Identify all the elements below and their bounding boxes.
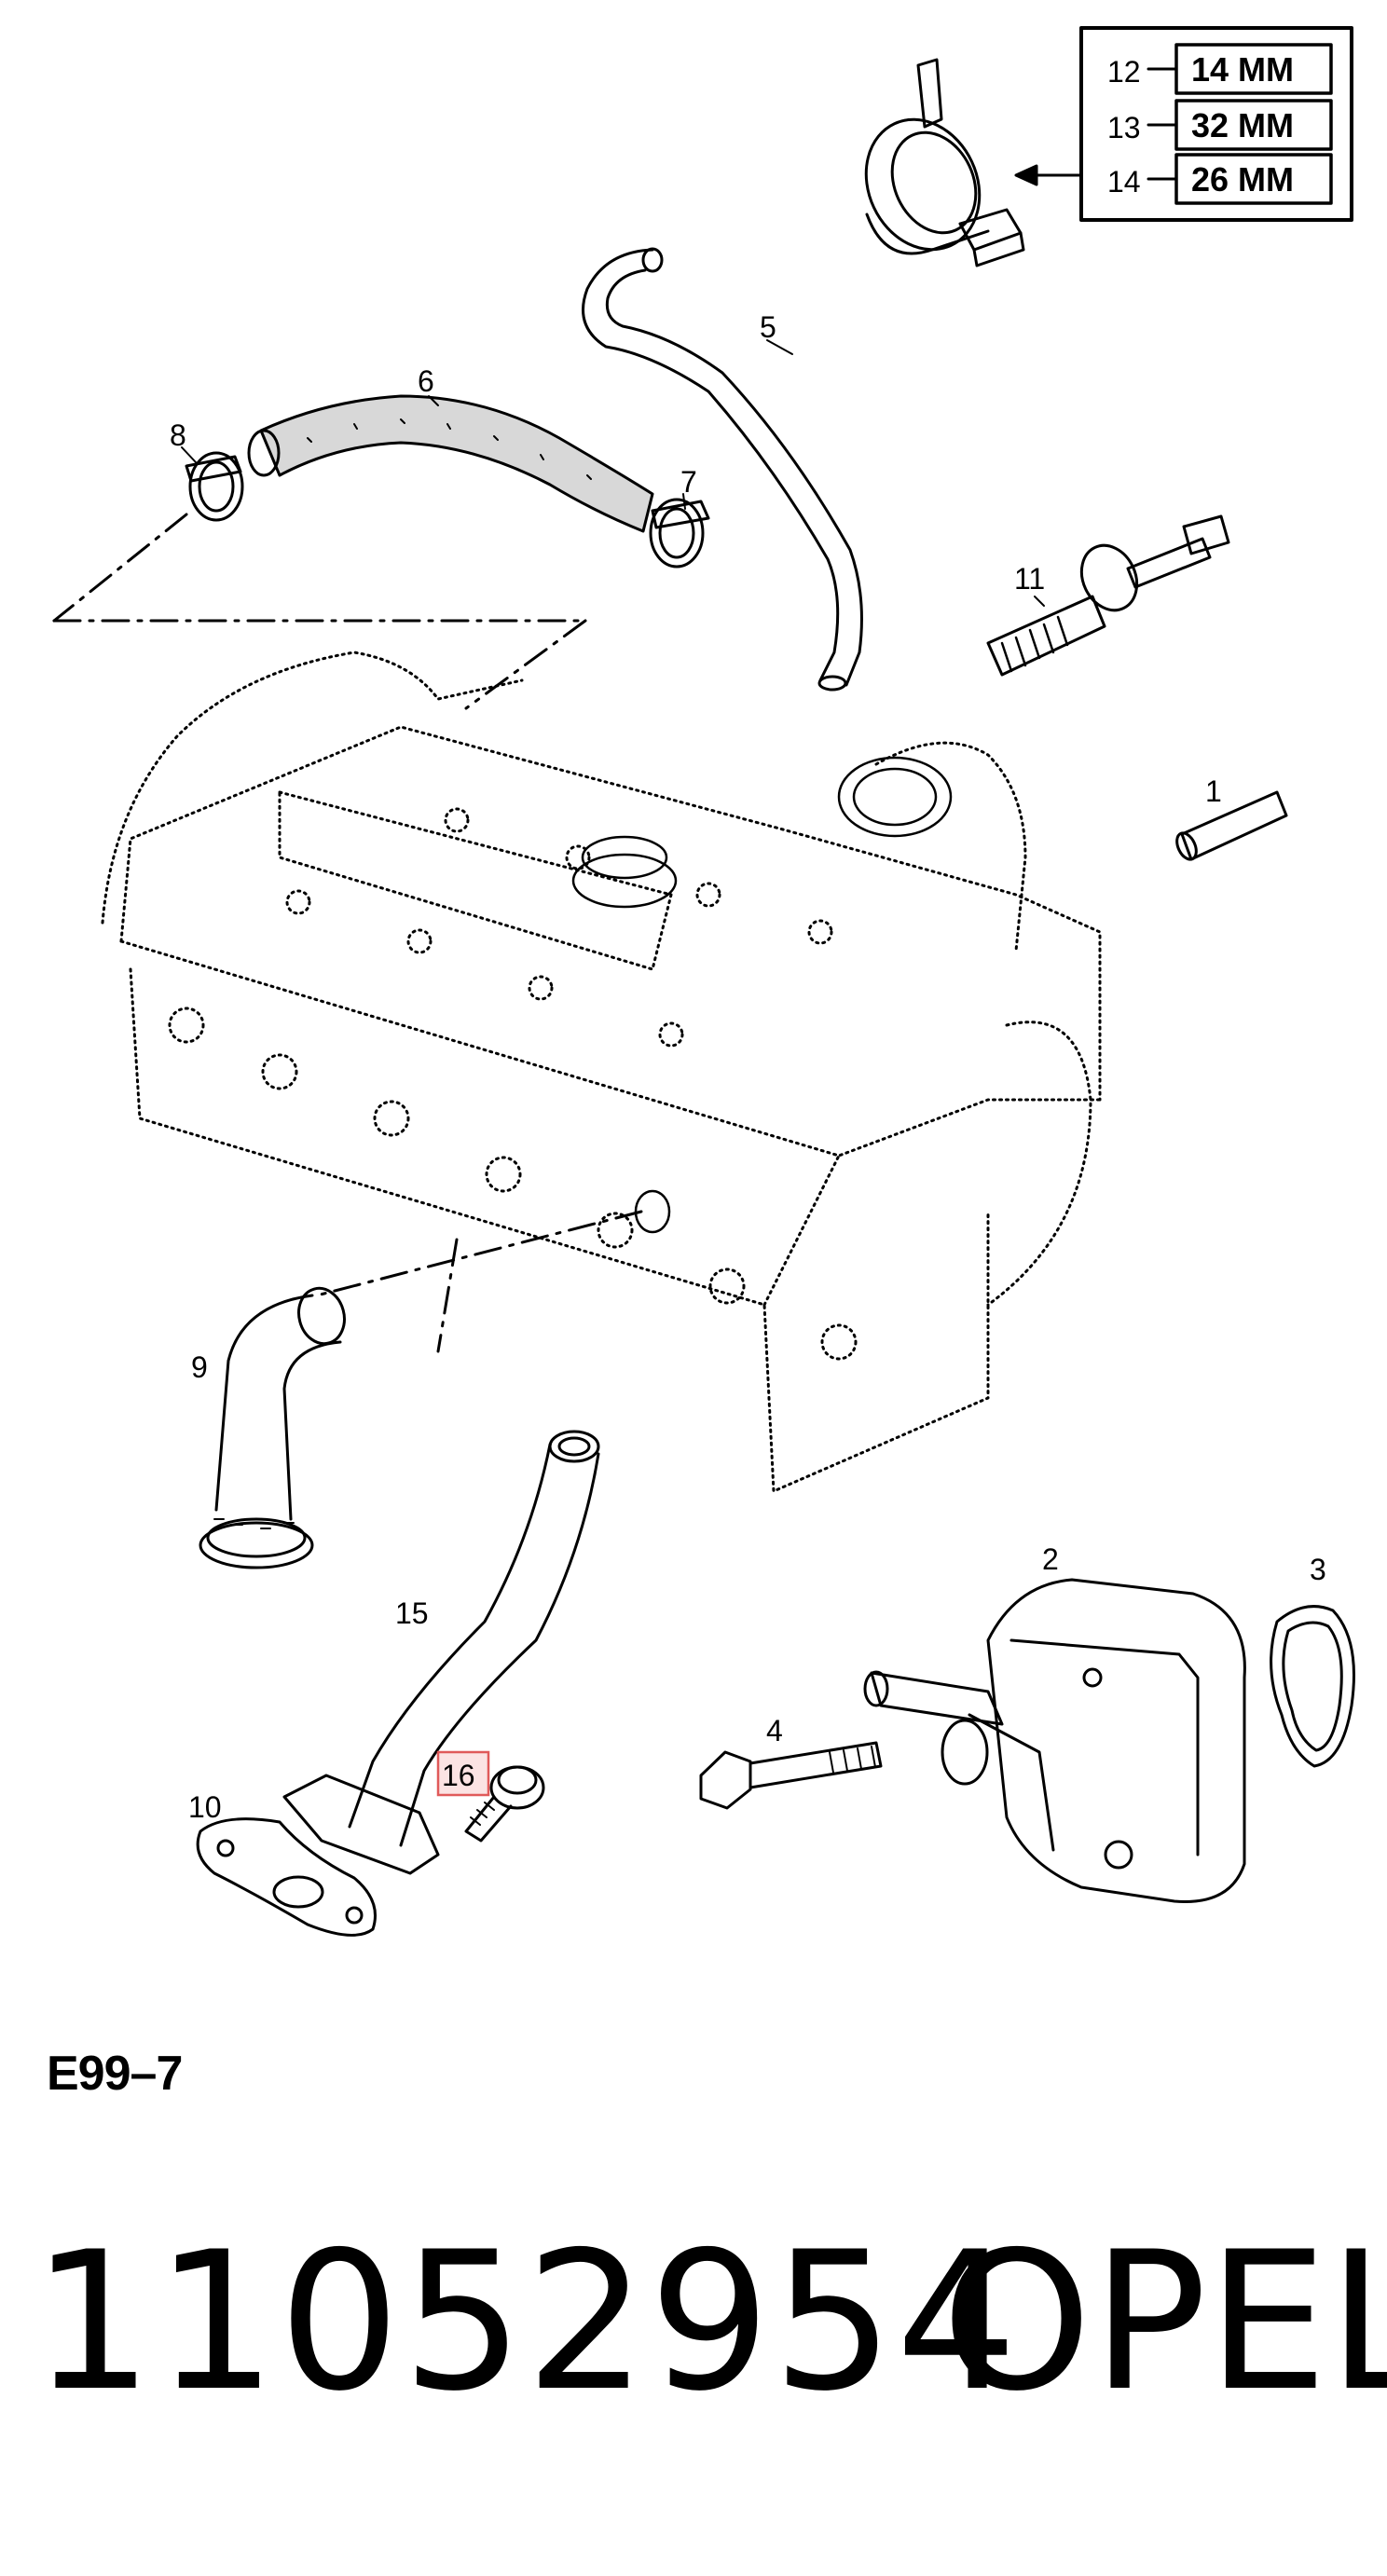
engine-top-details	[571, 756, 953, 1234]
callout-11: 11	[1014, 562, 1045, 596]
clamp-size-table	[1014, 26, 1353, 222]
hose-9-drawing	[199, 1286, 346, 1569]
size-row-1-value: 14 MM	[1191, 50, 1294, 89]
diagram-reference-code: E99–7	[47, 2047, 183, 2101]
callout-leaders	[181, 339, 1045, 607]
hose-5-drawing	[582, 247, 863, 692]
size-row-3-callout: 14	[1107, 165, 1141, 199]
callout-16: 16	[442, 1759, 475, 1792]
hose-6-drawing	[247, 394, 654, 533]
callout-9: 9	[191, 1350, 208, 1384]
leader-lines	[52, 513, 643, 1353]
size-row-3-value: 26 MM	[1191, 160, 1294, 199]
flange-10-drawing	[196, 1774, 440, 1937]
callout-7: 7	[680, 465, 697, 499]
brand-name: OPEL	[941, 2212, 1387, 2433]
callout-labels: 1 2 3 4 5 6 7 8 9 10 11 15 16	[170, 310, 1326, 1824]
callout-4: 4	[766, 1714, 783, 1747]
part-number: 11052954	[32, 2212, 1020, 2433]
callout-15: 15	[395, 1596, 429, 1630]
callout-8: 8	[170, 418, 186, 452]
callout-5: 5	[760, 310, 776, 344]
fitting-11-drawing	[986, 514, 1230, 677]
highlight-box-16	[436, 1750, 490, 1797]
clamp-8-drawing	[185, 451, 244, 522]
gasket-3-drawing	[1270, 1605, 1355, 1768]
size-row-2-value: 32 MM	[1191, 106, 1294, 144]
pipe-15-drawing	[348, 1430, 600, 1847]
spring-clamp-drawing	[864, 58, 1025, 267]
callout-6: 6	[418, 364, 434, 398]
size-row-1-callout: 12	[1107, 55, 1141, 89]
callout-1: 1	[1205, 774, 1222, 808]
callout-10: 10	[188, 1790, 222, 1824]
engine-block-drawing	[101, 651, 1102, 1493]
housing-2-drawing	[863, 1578, 1246, 1903]
bolt-16-drawing	[464, 1765, 545, 1843]
clamp-7-drawing	[649, 498, 710, 569]
bolt-4-drawing	[699, 1741, 883, 1810]
callout-3: 3	[1310, 1553, 1326, 1586]
callout-2: 2	[1042, 1542, 1059, 1576]
size-row-2-callout: 13	[1107, 111, 1141, 144]
size-table-labels: 12 13 14 14 MM 32 MM 26 MM	[1107, 50, 1294, 199]
hose-stub-1-drawing	[1175, 790, 1288, 861]
